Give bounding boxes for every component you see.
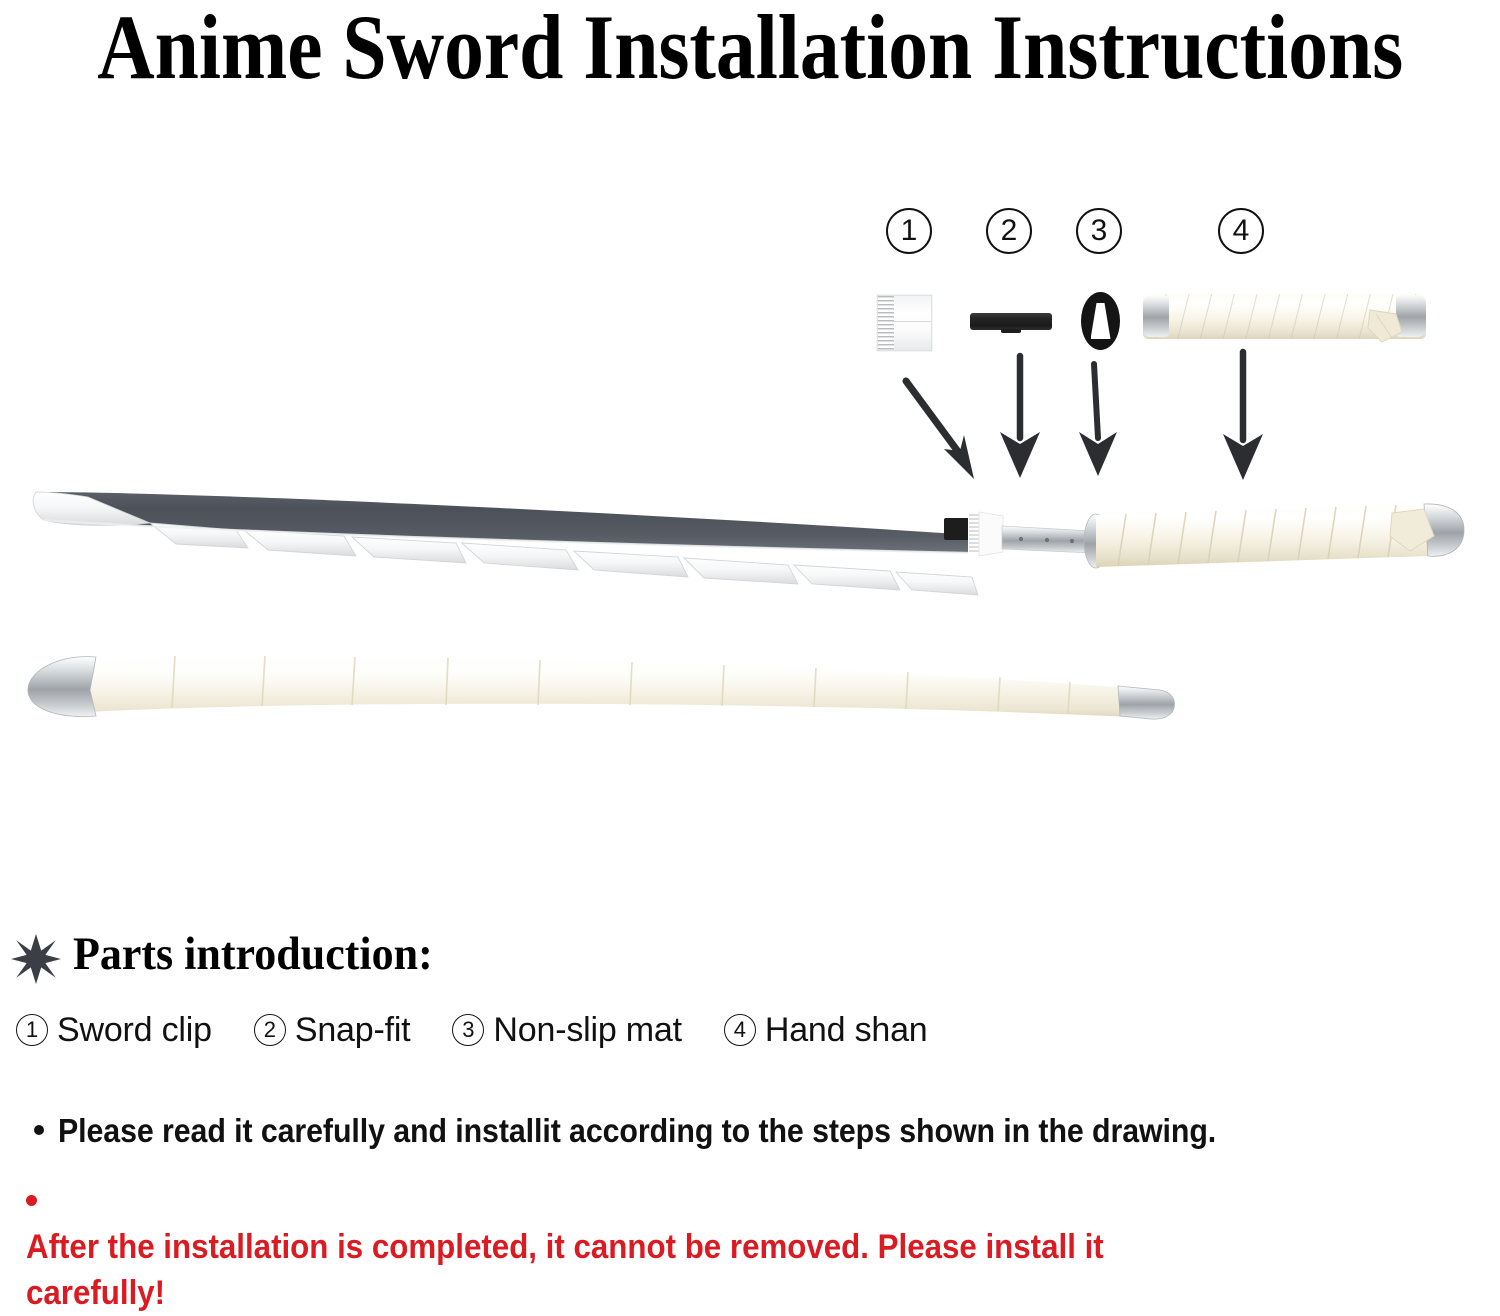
parts-list-item-4-number: 4 [723, 1014, 756, 1046]
sword-clip-ribs [878, 296, 894, 350]
parts-list-item-1-number: 1 [16, 1014, 48, 1046]
parts-list-item-2-label: Snap-fit [294, 1010, 411, 1049]
callout-badge-1: 1 [886, 208, 932, 254]
parts-list: 1 Sword clip 2 Snap-fit 3 Non-slip mat 4… [16, 1005, 1076, 1055]
hand-shan-tassel [1367, 309, 1403, 343]
parts-list-item-3-label: Non-slip mat [493, 1010, 682, 1049]
parts-list-item-4-label: Hand shan [764, 1010, 928, 1049]
note-warning-bullet [26, 1194, 37, 1206]
scabbard [27, 655, 1175, 720]
page-title-text: Anime Sword Installation Instructions [97, 0, 1403, 99]
callout-badge-2: 2 [986, 208, 1032, 254]
callout-badge-1-number: 1 [900, 214, 918, 247]
parts-list-item-1-label: Sword clip [57, 1010, 212, 1049]
assembly-arrow-2 [1000, 352, 1040, 478]
part-sword-clip [877, 295, 932, 351]
installed-handle-body [1096, 505, 1430, 567]
blade-hamon [148, 522, 979, 596]
callout-badge-3: 3 [1076, 208, 1122, 254]
exploded-parts-diagram: 1 2 3 4 [0, 0, 1500, 500]
note-general-bullet [34, 1125, 44, 1136]
scabbard-tip-cap [27, 656, 97, 717]
assembled-sword [32, 491, 1465, 596]
callout-badge-4: 4 [1218, 208, 1264, 254]
blade-edge-highlight [43, 519, 976, 554]
parts-list-item-2: 2 Snap-fit [253, 1010, 411, 1050]
part-non-slip-mat [1081, 292, 1120, 350]
parts-list-item-1: 1 Sword clip [16, 1011, 212, 1050]
callout-badge-3-number: 3 [1090, 214, 1108, 247]
eight-point-star-icon [11, 934, 61, 984]
non-slip-mat-hole [1090, 303, 1111, 339]
note-general-text: Please read it carefully and installit a… [58, 1112, 1217, 1149]
parts-introduction-heading-text: Parts introduction: [73, 927, 433, 980]
assembly-arrow-3 [1079, 361, 1117, 476]
part-hand-shan [1143, 294, 1426, 343]
handle-tassel [1389, 508, 1435, 552]
handle-pommel-cap [1423, 503, 1465, 557]
parts-list-item-4: 4 Hand shan [723, 1010, 928, 1050]
sword-clip-notch [894, 320, 931, 322]
tang-pin-holes [1018, 536, 1075, 544]
blade-body [36, 492, 975, 553]
handle-wrap-lines [1117, 504, 1397, 567]
note-warning-text: After the installation is completed, it … [26, 1228, 1104, 1312]
parts-list-item-2-number: 2 [253, 1014, 286, 1046]
scabbard-body [60, 657, 1132, 717]
note-general: Please read it carefully and installit a… [34, 1112, 1317, 1150]
note-warning: After the installation is completed, it … [26, 1178, 1286, 1316]
sword-tang [1001, 525, 1093, 554]
callout-badge-4-number: 4 [1232, 214, 1250, 247]
scabbard-mouth-cap [1117, 685, 1175, 720]
callout-badge-2-number: 2 [1000, 214, 1018, 247]
parts-introduction-heading: Parts introduction: [73, 928, 433, 980]
installed-sword-clip [968, 511, 1004, 557]
part-snap-fit [970, 313, 1052, 333]
hand-shan-cap-left [1143, 296, 1169, 337]
assembly-arrow-4 [1223, 348, 1263, 480]
parts-list-item-3: 3 Non-slip mat [452, 1010, 682, 1050]
parts-list-item-3-number: 3 [452, 1014, 485, 1046]
assembly-arrow-1 [902, 377, 974, 479]
handle-collar [1083, 513, 1109, 569]
scabbard-wrap-lines [171, 655, 1071, 714]
installed-snap-fit [944, 518, 990, 540]
page-title: Anime Sword Installation Instructions [0, 0, 1500, 98]
